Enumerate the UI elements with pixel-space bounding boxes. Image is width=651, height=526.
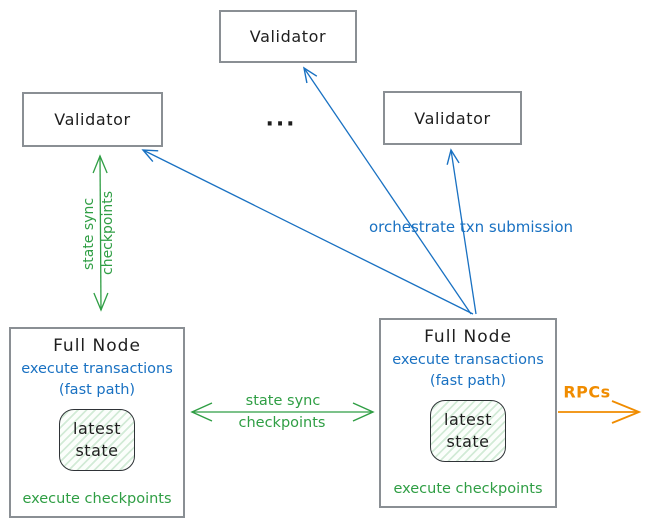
validator-box-top: Validator bbox=[219, 10, 357, 63]
full-node-box-left: Full Node execute transactions (fast pat… bbox=[9, 327, 185, 518]
validators-ellipsis: ... bbox=[265, 106, 297, 132]
full-node-title: Full Node bbox=[53, 336, 141, 356]
validator-label: Validator bbox=[249, 27, 327, 46]
validator-label: Validator bbox=[54, 110, 131, 129]
latest-state-line1: latest bbox=[444, 410, 492, 430]
arrow-orchestrate-to-right-validator bbox=[446, 148, 477, 315]
horizontal-arrow-label-checkpoints: checkpoints bbox=[238, 415, 326, 431]
full-node-title: Full Node bbox=[424, 327, 512, 347]
execute-transactions-label: execute transactions (fast path) bbox=[392, 350, 544, 392]
execute-transactions-line1: execute transactions bbox=[21, 361, 173, 377]
latest-state-box: latest state bbox=[59, 409, 135, 472]
latest-state-line2: state bbox=[75, 440, 119, 460]
latest-state-line1: latest bbox=[73, 419, 121, 439]
arrow-orchestrate-to-top-validator bbox=[303, 66, 472, 315]
execute-checkpoints-label: execute checkpoints bbox=[22, 491, 172, 507]
rpcs-label: RPCs bbox=[563, 382, 611, 402]
horizontal-arrow-label-state-sync: state sync bbox=[245, 393, 321, 409]
execute-transactions-line2: (fast path) bbox=[58, 382, 136, 399]
full-node-box-right: Full Node execute transactions (fast pat… bbox=[379, 318, 557, 508]
latest-state-line2: state bbox=[446, 431, 490, 451]
latest-state-box: latest state bbox=[430, 400, 506, 463]
execute-transactions-line2: (fast path) bbox=[429, 373, 507, 390]
vertical-arrow-label-state-sync: state sync bbox=[81, 197, 97, 271]
validator-box-right: Validator bbox=[383, 91, 522, 145]
execute-transactions-line1: execute transactions bbox=[392, 352, 544, 368]
orchestrate-txn-submission-label: orchestrate txn submission bbox=[368, 218, 574, 236]
execute-checkpoints-label: execute checkpoints bbox=[393, 481, 543, 497]
arrow-state-sync-vertical bbox=[92, 154, 109, 312]
vertical-arrow-label-checkpoints: checkpoints bbox=[100, 191, 116, 275]
arrow-orchestrate-to-left-validator bbox=[141, 149, 474, 315]
validator-box-left: Validator bbox=[22, 92, 163, 147]
execute-transactions-label: execute transactions (fast path) bbox=[21, 359, 173, 401]
validator-label: Validator bbox=[414, 108, 491, 128]
